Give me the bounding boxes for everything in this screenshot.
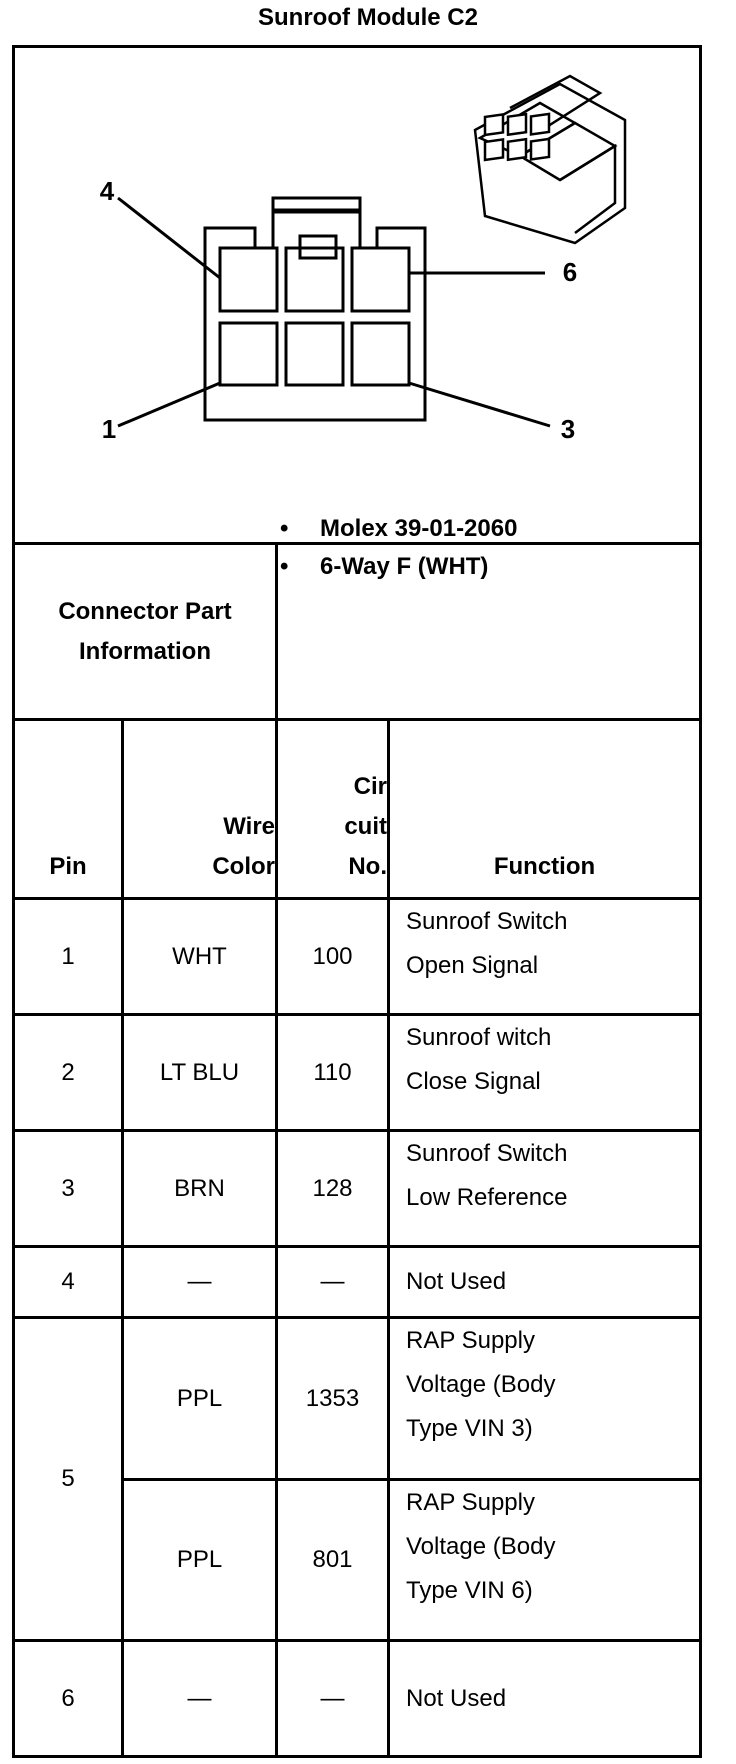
- divider: [15, 1316, 699, 1319]
- divider: [15, 1245, 699, 1248]
- header-wire-color: Wire Color: [212, 813, 275, 880]
- divider: [275, 542, 278, 1755]
- table-row-2-function: Sunroof witch Close Signal: [406, 1024, 552, 1095]
- connector-part-label-line1: Connector Part: [58, 597, 232, 625]
- table-row-5b-color: PPL: [176, 1546, 223, 1573]
- table-row-6-color: —: [187, 1684, 212, 1712]
- header-circuit-no: Cir cuit No.: [344, 773, 387, 880]
- divider: [15, 897, 699, 900]
- divider: [387, 718, 390, 1755]
- table-row-6-function: Not Used: [406, 1684, 507, 1712]
- table-row-4-circuit: —: [320, 1268, 345, 1295]
- table-row-3-pin: 3: [61, 1174, 75, 1202]
- table-row-5b-circuit: 801: [312, 1546, 353, 1573]
- divider: [121, 718, 124, 1755]
- divider: [15, 718, 699, 721]
- table-row-5a-circuit: 1353: [305, 1384, 360, 1412]
- divider: [15, 1639, 699, 1642]
- table-row-1-circuit: 100: [312, 942, 353, 970]
- table-row-5b-function: RAP Supply Voltage (Body Type VIN 6): [406, 1489, 556, 1604]
- table-row-2-color: LT BLU: [159, 1058, 240, 1086]
- table-row-5a-color: PPL: [176, 1384, 223, 1412]
- header-function: Function: [493, 853, 596, 880]
- table-row-4-color: —: [187, 1268, 212, 1295]
- table-row-3-function: Sunroof Switch Low Reference: [406, 1140, 568, 1211]
- pin-label-4: 4: [100, 176, 115, 206]
- divider: [15, 542, 699, 545]
- table-row-2-pin: 2: [61, 1058, 75, 1086]
- table-row-3-color: BRN: [174, 1174, 225, 1202]
- connector-3d-icon: [473, 74, 627, 245]
- table-row-4-pin: 4: [61, 1268, 75, 1295]
- list-item: •Molex 39-01-2060: [280, 515, 518, 542]
- table-row-6-pin: 6: [61, 1684, 75, 1712]
- table-row-1-function: Sunroof Switch Open Signal: [406, 908, 568, 979]
- divider: [15, 1013, 699, 1016]
- table-row-4-function: Not Used: [406, 1268, 507, 1295]
- connector-part-list: •Molex 39-01-2060 •6-Way F (WHT): [280, 510, 517, 586]
- table-row-6-circuit: —: [320, 1684, 345, 1712]
- divider: [121, 1478, 699, 1481]
- connector-table-frame: 4 6 1 3 Con: [12, 45, 702, 1758]
- header-pin: Pin: [49, 853, 87, 880]
- pin-label-3: 3: [561, 414, 575, 444]
- connector-part-label: Connector Part Information: [15, 545, 275, 718]
- connector-diagram: 4 6 1 3: [100, 74, 627, 444]
- pin-label-1: 1: [102, 414, 116, 444]
- connector-part-label-line2: Information: [79, 637, 211, 665]
- list-item: •6-Way F (WHT): [280, 553, 489, 580]
- table-row-1-pin: 1: [61, 942, 75, 970]
- table-row-5-pin: 5: [61, 1465, 75, 1492]
- pin-label-6: 6: [563, 257, 577, 287]
- table-row-1-color: WHT: [172, 942, 227, 970]
- table-row-2-circuit: 110: [313, 1058, 352, 1086]
- page-title: Sunroof Module C2: [258, 4, 478, 31]
- divider: [15, 1129, 699, 1132]
- table-row-3-circuit: 128: [312, 1174, 353, 1202]
- table-row-5a-function: RAP Supply Voltage (Body Type VIN 3): [406, 1327, 556, 1442]
